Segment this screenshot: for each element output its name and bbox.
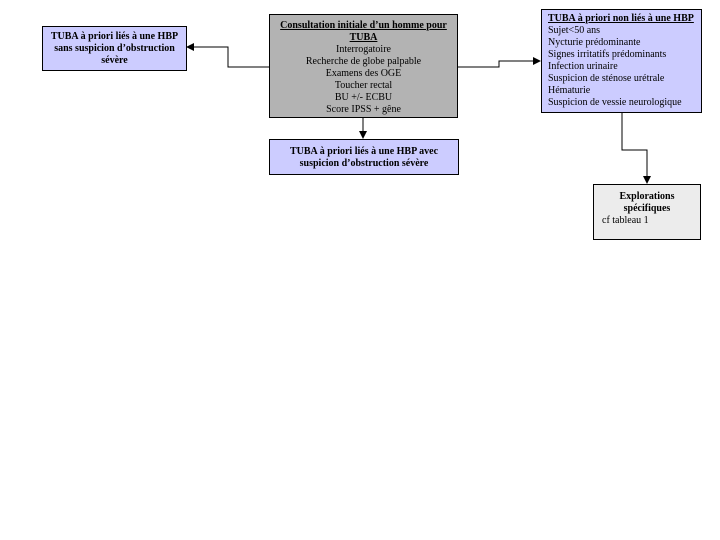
arrow-main-to-left — [186, 43, 269, 68]
bottom-box-text: TUBA à priori liés à une HBP avec suspic… — [289, 146, 439, 169]
explorations-title: Explorations spécifiques — [619, 191, 675, 214]
arrow-right-to-explorations — [621, 113, 651, 184]
right-item: Sujet<50 ans — [548, 25, 601, 36]
main-item: Interrogatoire — [336, 44, 391, 55]
right-item: Suspicion de vessie neurologique — [548, 97, 682, 108]
arrow-main-to-right — [458, 57, 541, 68]
right-item: Nycturie prédominante — [548, 37, 641, 48]
right-title: TUBA à priori non liés à une HBP — [548, 13, 694, 24]
main-item: Recherche de globe palpable — [305, 56, 422, 67]
main-item: BU +/- ECBU — [334, 92, 393, 103]
main-consultation-box: Consultation initiale d’un homme pour TU… — [269, 14, 458, 118]
main-item: Score IPSS + gêne — [326, 104, 401, 115]
bottom-hbp-obstruction-box: TUBA à priori liés à une HBP avec suspic… — [269, 139, 459, 175]
main-item: Toucher rectal — [334, 80, 393, 91]
main-item: Examens des OGE — [325, 68, 402, 79]
right-item: Suspicion de sténose urétrale — [548, 73, 665, 84]
explorations-note: cf tableau 1 — [602, 215, 649, 226]
left-hbp-no-obstruction-box: TUBA à priori liés à une HBP sans suspic… — [42, 26, 187, 71]
main-title: Consultation initiale d’un homme pour TU… — [280, 20, 447, 43]
right-item: Signes irritatifs prédominants — [548, 49, 667, 60]
right-non-hbp-box: TUBA à priori non liés à une HBP Sujet<5… — [541, 9, 702, 113]
right-item: Infection urinaire — [548, 61, 618, 72]
left-box-text: TUBA à priori liés à une HBP sans suspic… — [50, 31, 179, 66]
right-item: Hématurie — [548, 85, 591, 96]
explorations-box: Explorations spécifiques cf tableau 1 — [593, 184, 701, 240]
